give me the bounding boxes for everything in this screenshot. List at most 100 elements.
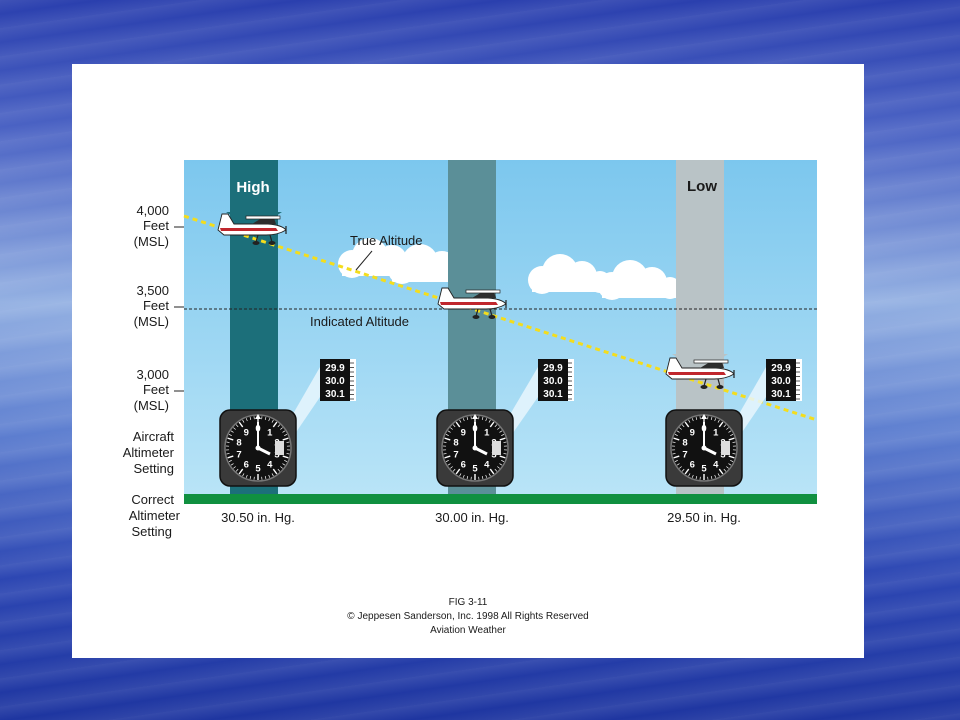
kollsman-window xyxy=(721,441,730,455)
dial-tick xyxy=(238,421,244,428)
correct-setting-label: Altimeter xyxy=(129,508,181,523)
dial-tick xyxy=(286,441,290,443)
dial-number: 1 xyxy=(267,427,273,438)
indicated-altitude-label: Indicated Altitude xyxy=(310,314,409,329)
dial-tick xyxy=(728,455,735,459)
dial-tick xyxy=(447,463,451,466)
dial-tick xyxy=(723,468,727,472)
figure-number: FIG 3-11 xyxy=(449,597,488,608)
dial-tick xyxy=(503,453,507,455)
dial-tick xyxy=(455,421,461,428)
hand-hub xyxy=(255,445,261,451)
dial-tick xyxy=(462,474,465,478)
kollsman-window xyxy=(492,441,501,455)
dial-number: 5 xyxy=(472,464,478,475)
dial-number: 9 xyxy=(690,427,695,438)
dial-tick xyxy=(730,434,734,436)
dial-tick xyxy=(485,474,488,478)
dial-tick xyxy=(284,434,288,436)
dial-tick xyxy=(710,416,713,420)
dial-tick xyxy=(489,421,495,428)
kollsman-value: 30.1 xyxy=(771,389,791,400)
kollsman-scale-edge xyxy=(796,359,802,401)
dial-tick xyxy=(445,434,449,436)
dial-number: 1 xyxy=(484,427,490,438)
altimeter-instrument: 012345678929.930.030.1 xyxy=(219,359,356,487)
dial-tick xyxy=(459,473,462,477)
low-pressure-label: Low xyxy=(687,178,717,195)
dial-tick xyxy=(227,455,234,459)
dial-tick xyxy=(277,468,281,472)
aircraft-setting-label: Setting xyxy=(134,461,174,476)
dial-tick xyxy=(691,418,694,422)
y-label-3000-ref: (MSL) xyxy=(134,398,169,413)
kollsman-value: 30.0 xyxy=(325,376,345,387)
dial-number: 7 xyxy=(453,450,458,461)
high-pressure-label: High xyxy=(236,179,269,196)
true-altitude-label: True Altitude xyxy=(350,233,423,248)
altitude-axis: 4,000 Feet (MSL) 3,500 Feet (MSL) 3,000 … xyxy=(123,203,184,539)
true-altitude-line xyxy=(183,214,818,422)
dial-tick xyxy=(245,418,248,422)
dial-tick xyxy=(489,468,495,475)
kollsman-value: 29.9 xyxy=(325,363,345,374)
dial-tick xyxy=(718,468,724,475)
dial-tick xyxy=(242,473,245,477)
dial-tick xyxy=(282,463,286,466)
dial-tick xyxy=(450,427,453,430)
dial-tick xyxy=(688,419,691,423)
dial-tick xyxy=(249,476,252,480)
dial-number: 4 xyxy=(267,460,273,471)
altimeter-instrument: 012345678929.930.030.1 xyxy=(665,359,802,487)
copyright-notice: © Jeppesen Sanderson, Inc. 1998 All Righ… xyxy=(347,611,588,622)
hand-hub xyxy=(701,445,707,451)
dial-tick xyxy=(282,430,286,433)
dial-tick xyxy=(445,460,449,462)
dial-number: 3 xyxy=(274,450,279,461)
dial-tick xyxy=(264,416,267,420)
dial-tick xyxy=(695,416,698,420)
dial-tick xyxy=(679,466,682,469)
dial-tick xyxy=(676,430,680,433)
dial-tick xyxy=(447,430,451,433)
dial-tick xyxy=(228,460,232,462)
kollsman-window xyxy=(275,441,284,455)
figure-panel: High Low Indicated Altitude True Altitud… xyxy=(72,64,864,658)
dial-number: 3 xyxy=(720,450,725,461)
dial-tick xyxy=(481,416,484,420)
dial-tick xyxy=(494,424,498,428)
dial-tick xyxy=(245,474,248,478)
dial-tick xyxy=(233,427,236,430)
dial-tick xyxy=(730,460,734,462)
figure-source: Aviation Weather xyxy=(430,625,506,636)
dial-tick xyxy=(272,468,278,475)
dial-tick xyxy=(676,463,680,466)
dial-tick xyxy=(728,437,735,441)
dial-tick xyxy=(226,441,230,443)
dial-tick xyxy=(501,460,505,462)
dial-tick xyxy=(286,453,290,455)
dial-tick xyxy=(233,466,236,469)
dial-tick xyxy=(674,460,678,462)
dial-tick xyxy=(673,437,680,441)
y-label-4000-unit: Feet xyxy=(143,218,169,233)
dial-tick xyxy=(488,473,491,477)
dial-tick xyxy=(481,476,484,480)
dial-tick xyxy=(499,455,506,459)
y-label-4000-ref: (MSL) xyxy=(134,234,169,249)
dial-number: 3 xyxy=(491,450,496,461)
dial-tick xyxy=(485,418,488,422)
dial-number: 9 xyxy=(461,427,466,438)
dial-tick xyxy=(459,419,462,423)
dial-tick xyxy=(282,437,289,441)
dial-tick xyxy=(684,468,690,475)
dial-tick xyxy=(503,441,507,443)
dial-tick xyxy=(226,453,230,455)
dial-tick xyxy=(282,455,289,459)
dial-tick xyxy=(732,453,736,455)
dial-number: 7 xyxy=(682,450,687,461)
dial-tick xyxy=(443,441,447,443)
dial-tick xyxy=(444,437,451,441)
dial-tick xyxy=(280,466,283,469)
dial-tick xyxy=(242,419,245,423)
